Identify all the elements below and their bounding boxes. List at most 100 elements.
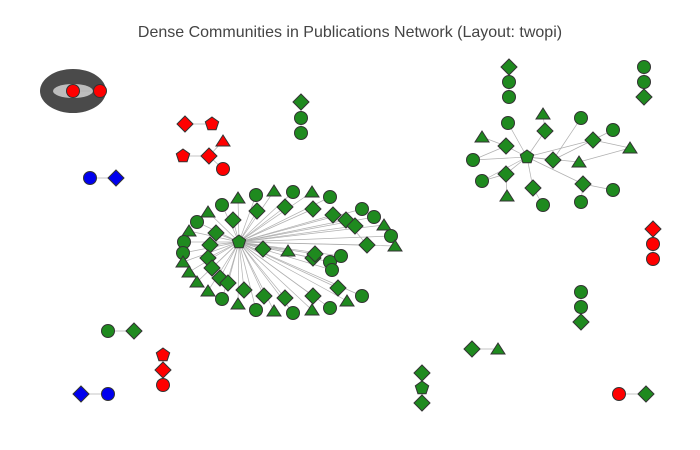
edge xyxy=(207,241,240,292)
node-d xyxy=(306,245,324,263)
edge xyxy=(238,235,392,243)
node-d xyxy=(235,281,253,299)
node-d xyxy=(637,385,655,403)
node-d xyxy=(644,220,662,238)
node-t xyxy=(230,191,246,204)
node-t xyxy=(175,255,191,268)
edge xyxy=(237,241,240,305)
right-community-center xyxy=(519,149,535,164)
node-d xyxy=(255,287,273,305)
node-d xyxy=(413,364,431,382)
edge xyxy=(472,156,528,161)
node-c xyxy=(475,174,489,188)
node-c xyxy=(215,198,229,212)
edge xyxy=(238,241,257,311)
node-t xyxy=(499,189,515,202)
node-t xyxy=(622,141,638,154)
node-d xyxy=(304,287,322,305)
edge xyxy=(552,117,582,161)
node-d xyxy=(219,274,237,292)
node-c xyxy=(637,60,651,74)
node-t xyxy=(304,303,320,316)
node-c xyxy=(606,183,620,197)
node-c xyxy=(323,190,337,204)
hub-node xyxy=(66,84,80,98)
edge xyxy=(238,208,314,243)
node-d xyxy=(463,340,481,358)
node-t xyxy=(181,224,197,237)
edge xyxy=(578,147,631,163)
node-t xyxy=(490,342,506,355)
node-t xyxy=(376,218,392,231)
edge xyxy=(238,191,313,243)
node-c xyxy=(101,387,115,401)
node-d xyxy=(304,200,322,218)
node-c xyxy=(384,229,398,243)
edge xyxy=(238,225,356,243)
node-d xyxy=(584,131,602,149)
node-d xyxy=(524,179,542,197)
edge xyxy=(238,241,368,246)
node-c xyxy=(536,198,550,212)
node-t xyxy=(215,134,231,147)
node-d xyxy=(125,322,143,340)
node-d xyxy=(544,151,562,169)
edge xyxy=(238,214,334,243)
node-c xyxy=(367,210,381,224)
node-p xyxy=(155,347,171,362)
node-p xyxy=(175,148,191,163)
edge xyxy=(238,219,347,243)
node-c xyxy=(286,306,300,320)
node-c xyxy=(502,90,516,104)
node-c xyxy=(574,300,588,314)
node-d xyxy=(72,385,90,403)
node-d xyxy=(572,313,590,331)
node-c xyxy=(637,75,651,89)
node-c xyxy=(646,237,660,251)
node-d xyxy=(497,137,515,155)
edge xyxy=(238,241,314,297)
node-t xyxy=(266,304,282,317)
node-c xyxy=(501,116,515,130)
node-p xyxy=(204,116,220,131)
node-c xyxy=(249,188,263,202)
node-c xyxy=(325,263,339,277)
node-c xyxy=(249,303,263,317)
edge xyxy=(238,241,275,312)
node-d xyxy=(200,147,218,165)
edge xyxy=(238,241,286,299)
node-t xyxy=(535,107,551,120)
node-t xyxy=(339,294,355,307)
node-t xyxy=(571,155,587,168)
node-d xyxy=(413,394,431,412)
node-d xyxy=(292,93,310,111)
chart-title: Dense Communities in Publications Networ… xyxy=(137,24,563,41)
edge xyxy=(552,139,594,161)
node-d xyxy=(536,122,554,140)
node-c xyxy=(215,292,229,306)
edge xyxy=(526,139,594,158)
node-d xyxy=(207,224,225,242)
community-center-node xyxy=(231,234,247,249)
node-t xyxy=(200,205,216,218)
node-c xyxy=(294,111,308,125)
node-t xyxy=(189,275,205,288)
node-c xyxy=(355,202,369,216)
node-d xyxy=(500,58,518,76)
node-d xyxy=(574,175,592,193)
node-c xyxy=(574,195,588,209)
node-c xyxy=(83,171,97,185)
node-c xyxy=(646,252,660,266)
edge xyxy=(238,241,245,291)
node-d xyxy=(346,217,364,235)
node-c xyxy=(334,249,348,263)
node-c xyxy=(294,126,308,140)
node-d xyxy=(224,211,242,229)
node-c xyxy=(156,378,170,392)
edge xyxy=(238,206,286,243)
node-p xyxy=(414,380,430,395)
node-c xyxy=(323,301,337,315)
edge xyxy=(238,241,316,255)
node-c xyxy=(574,111,588,125)
